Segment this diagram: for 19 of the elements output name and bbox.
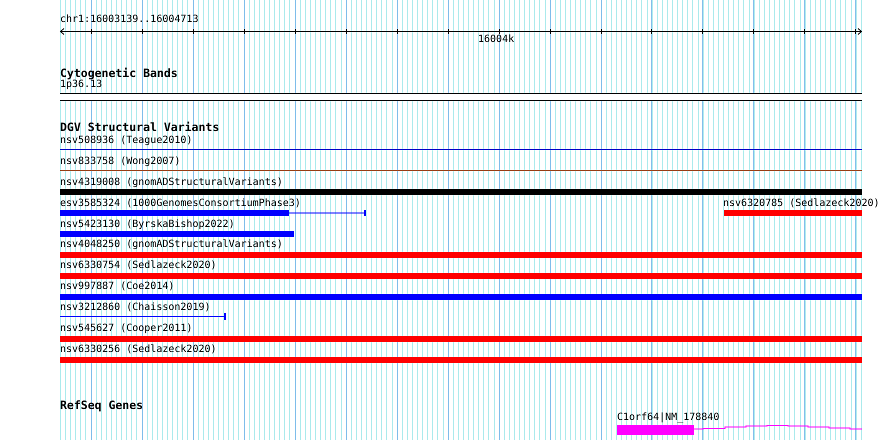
feature-label: nsv4319008 (gnomADStructuralVariants): [60, 178, 283, 188]
track-title: Cytogenetic Bands: [60, 67, 178, 79]
feature-label: nsv3212860 (Chaisson2019): [60, 303, 211, 313]
feature-label: nsv997887 (Coe2014): [60, 282, 174, 292]
feature-label: nsv545627 (Cooper2011): [60, 324, 192, 334]
tick-label: 16004k: [478, 35, 514, 45]
feature-label: C1orf64|NM_178840: [617, 413, 720, 423]
feature-label: 1p36.13: [60, 80, 102, 90]
feature-label: nsv5423130 (ByrskaBishop2022): [60, 220, 235, 230]
track-title: DGV Structural Variants: [60, 121, 220, 133]
feature-label: nsv4048250 (gnomADStructuralVariants): [60, 240, 283, 250]
feature-label: nsv6330256 (Sedlazeck2020): [60, 345, 217, 355]
feature-label: nsv508936 (Teague2010): [60, 136, 192, 146]
track-title: RefSeq Genes: [60, 399, 144, 411]
feature-label: nsv833758 (Wong2007): [60, 157, 180, 167]
feature-label: nsv6320785 (Sedlazeck2020): [723, 199, 880, 209]
feature-label: esv3585324 (1000GenomesConsortiumPhase3): [60, 199, 301, 209]
feature-label: nsv6330754 (Sedlazeck2020): [60, 261, 217, 271]
coordinate-range: chr1:16003139..16004713: [60, 15, 198, 25]
